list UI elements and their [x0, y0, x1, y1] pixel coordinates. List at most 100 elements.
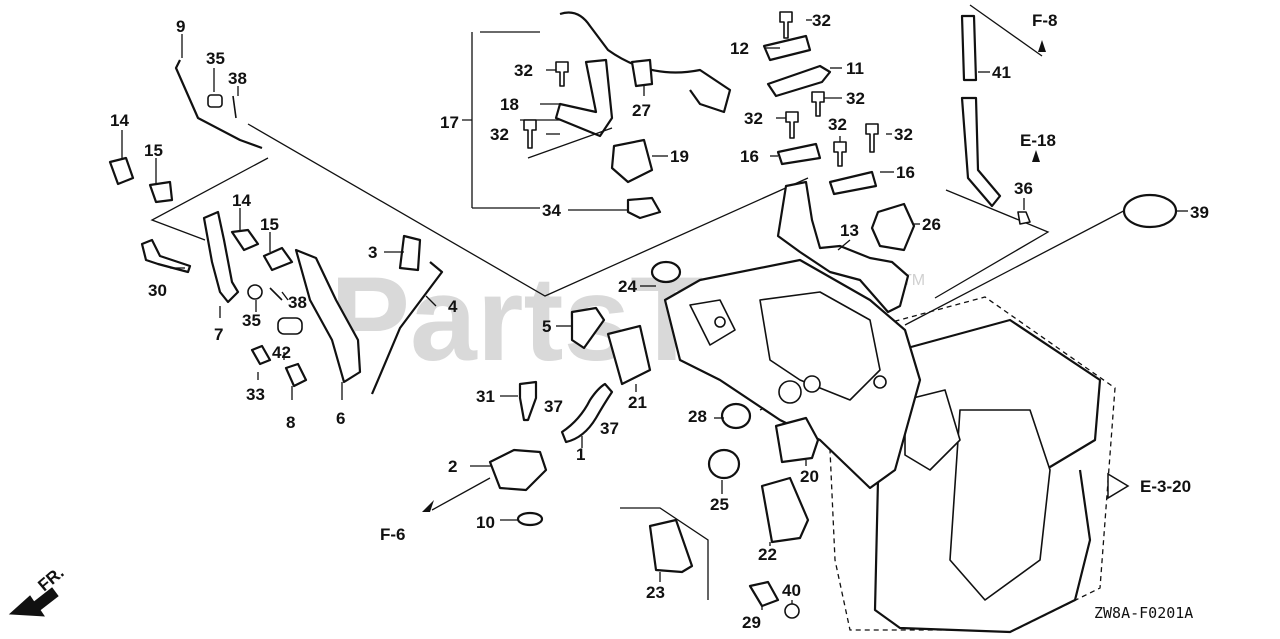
callout-1: 1 [576, 445, 585, 464]
callout-14: 14 [110, 111, 129, 130]
callout-25: 25 [710, 495, 729, 514]
part-34-nut [626, 196, 662, 220]
part-13-actuator [776, 180, 910, 314]
callout-32-g: 32 [894, 125, 913, 144]
part-28-plug [720, 402, 752, 430]
mount-frame [663, 258, 922, 490]
callout-42: 42 [272, 343, 291, 362]
part-7-lever [202, 210, 240, 304]
callout-16-b: 16 [896, 163, 915, 182]
callout-17: 17 [440, 113, 459, 132]
callout-26: 26 [922, 215, 941, 234]
bolt-32-group [523, 11, 879, 167]
part-25-plug [707, 448, 741, 480]
callout-34: 34 [542, 201, 561, 220]
part-22-mount [760, 476, 810, 544]
part-2-valve [488, 448, 548, 492]
part-15-clip-lower [262, 246, 294, 272]
callout-32-f: 32 [828, 115, 847, 134]
part-14-switch-lower [230, 228, 260, 252]
callout-6: 6 [336, 409, 345, 428]
callout-40: 40 [782, 581, 801, 600]
callout-32-c: 32 [812, 11, 831, 30]
callout-22: 22 [758, 545, 777, 564]
part-5-bracket [570, 306, 606, 350]
callout-39: 39 [1190, 203, 1209, 222]
callout-37: 37 [544, 397, 563, 416]
callout-7: 7 [214, 325, 223, 344]
callout-35-lower: 35 [242, 311, 261, 330]
callout-38: 38 [228, 69, 247, 88]
callout-15: 15 [144, 141, 163, 160]
callout-27: 27 [632, 101, 651, 120]
callout-12: 12 [730, 39, 749, 58]
part-30-bolt [140, 238, 192, 274]
callout-24: 24 [618, 277, 637, 296]
part-16-plate-b [828, 170, 878, 196]
callout-5: 5 [542, 317, 551, 336]
ref-e320: E-3-20 [1140, 477, 1191, 496]
front-label: FR. [34, 563, 67, 595]
callout-37-b: 37 [600, 419, 619, 438]
callout-32-b: 32 [490, 125, 509, 144]
callout-11: 11 [846, 59, 864, 78]
callout-35: 35 [206, 49, 225, 68]
part-29-bolt [748, 580, 780, 608]
part-11-plate [766, 64, 832, 98]
callout-23: 23 [646, 583, 665, 602]
part-23-mount [648, 518, 694, 574]
part-18-bracket [554, 58, 614, 138]
part-41-hose-lower [960, 96, 1002, 208]
callout-31: 31 [476, 387, 495, 406]
part-16-plate-a [776, 142, 822, 166]
part-4-rod [370, 261, 444, 395]
callout-9: 9 [176, 17, 185, 36]
callout-10: 10 [476, 513, 495, 532]
part-8-pivot [284, 362, 308, 388]
ref-f6: F-6 [380, 525, 406, 544]
callout-32-a: 32 [514, 61, 533, 80]
callout-29: 29 [742, 613, 761, 632]
callout-13: 13 [840, 221, 859, 240]
part-35-washer-lower [247, 284, 263, 300]
callout-30: 30 [148, 281, 167, 300]
part-38-pin-lower [269, 287, 283, 301]
part-20-pad [774, 416, 820, 464]
part-21-pad [606, 324, 652, 386]
part-19-connector [610, 138, 654, 184]
callout-15-lower: 15 [260, 215, 279, 234]
part-callouts: 9 35 38 14 15 14 15 30 7 35 38 42 33 8 6… [110, 11, 1209, 632]
callout-41: 41 [992, 63, 1011, 82]
f6-arrow-icon [422, 500, 434, 512]
callout-2: 2 [448, 457, 457, 476]
part-40-washer [784, 603, 800, 619]
callout-3: 3 [368, 243, 377, 262]
callout-28: 28 [688, 407, 707, 426]
front-direction-indicator: FR. [8, 563, 68, 617]
part-3-clip [398, 234, 422, 272]
callout-38-lower: 38 [288, 293, 307, 312]
ref-f8: F-8 [1032, 11, 1058, 30]
callout-18: 18 [500, 95, 519, 114]
callout-33: 33 [246, 385, 265, 404]
part-26-boot [870, 202, 916, 252]
part-24-grommet [650, 260, 682, 284]
callout-4: 4 [448, 297, 458, 316]
callout-14-lower: 14 [232, 191, 251, 210]
part-31-bolt [518, 380, 538, 422]
part-41-hose [960, 14, 978, 82]
diagram-code: ZW8A-F0201A [1094, 604, 1193, 622]
part-35-washer [207, 94, 223, 108]
outboard-case [824, 296, 1116, 634]
f8-arrow-icon [1038, 40, 1046, 52]
callout-19: 19 [670, 147, 689, 166]
part-15-clip [148, 180, 174, 204]
part-harness [559, 11, 732, 114]
part-33-screw [250, 344, 272, 366]
callout-8: 8 [286, 413, 295, 432]
part-6-link [294, 248, 362, 384]
e18-arrow-icon [1032, 150, 1040, 162]
part-27-clip [630, 58, 654, 88]
callout-20: 20 [800, 467, 819, 486]
